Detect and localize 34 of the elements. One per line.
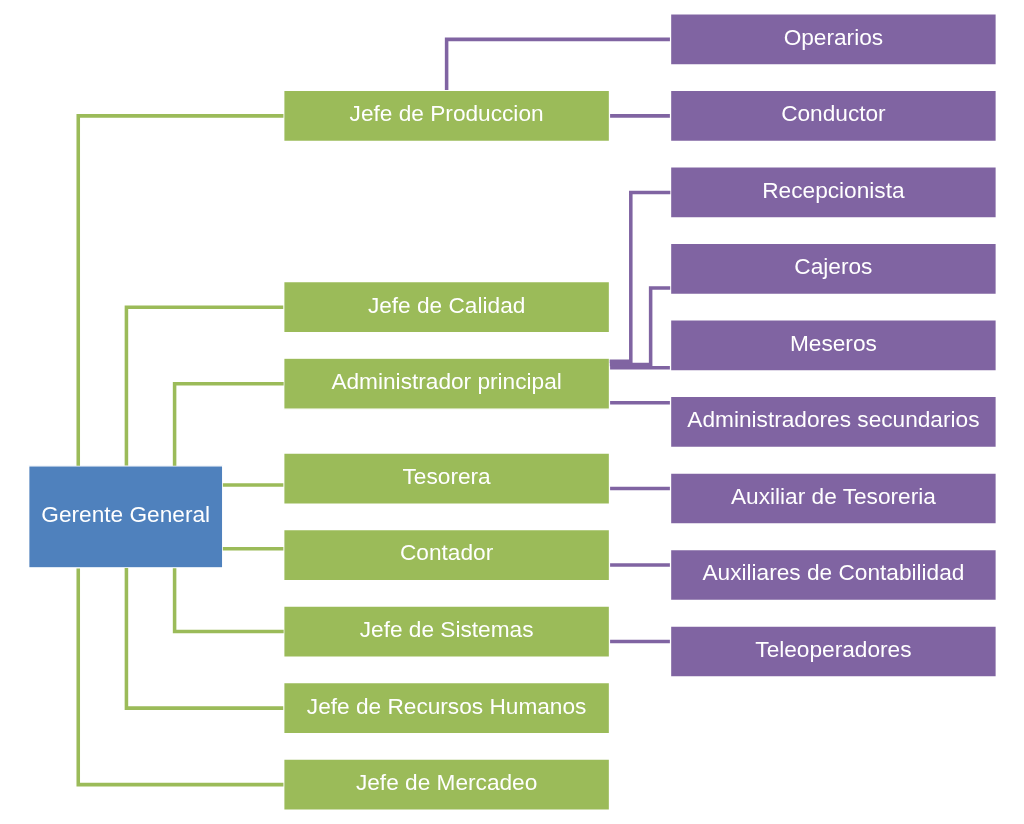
connector xyxy=(609,486,670,491)
node-box: Administrador principal xyxy=(282,357,610,410)
node-box: Jefe de Produccion xyxy=(282,89,610,143)
node-box: Jefe de Sistemas xyxy=(282,605,610,658)
connector xyxy=(124,305,283,466)
node-box: Meseros xyxy=(669,319,997,372)
node-box: Contador xyxy=(282,528,610,582)
connector xyxy=(609,365,670,370)
node-box: Auxiliares de Contabilidad xyxy=(669,548,997,602)
node-box: Administradores secundarios xyxy=(669,395,997,449)
connector xyxy=(76,114,283,466)
connector xyxy=(609,401,670,405)
connector xyxy=(609,563,670,567)
connector xyxy=(609,639,670,644)
connector xyxy=(172,568,284,634)
connector xyxy=(124,568,283,710)
connector xyxy=(222,483,283,487)
connector xyxy=(172,381,284,466)
node-box: Tesorera xyxy=(282,452,610,505)
node-box: Auxiliar de Tesoreria xyxy=(669,472,997,525)
node-box: Operarios xyxy=(669,13,997,66)
node-box: Jefe de Mercadeo xyxy=(282,758,610,811)
node-box: Jefe de Recursos Humanos xyxy=(282,681,610,735)
connector xyxy=(222,546,283,551)
connector xyxy=(609,114,670,118)
node-box: Conductor xyxy=(669,89,997,143)
node-box: Gerente General xyxy=(27,465,223,569)
connector xyxy=(609,190,670,364)
node-box: Recepcionista xyxy=(669,166,997,219)
connector xyxy=(76,568,283,787)
node-box: Cajeros xyxy=(669,242,997,296)
node-box: Jefe de Calidad xyxy=(282,280,610,334)
connector xyxy=(444,37,670,90)
node-box: Teleoperadores xyxy=(669,625,997,678)
